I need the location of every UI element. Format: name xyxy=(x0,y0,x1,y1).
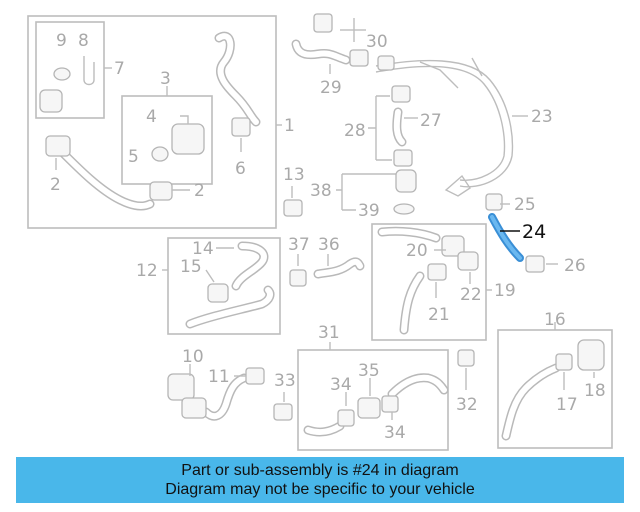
group-1-parts xyxy=(39,31,261,211)
callout-2b: 2 xyxy=(194,181,205,201)
callout-32: 32 xyxy=(456,395,478,415)
callout-16: 16 xyxy=(544,310,566,330)
callout-23: 23 xyxy=(531,107,553,127)
callout-31: 31 xyxy=(318,323,340,343)
callout-21: 21 xyxy=(428,305,450,325)
group-36-37-parts xyxy=(289,254,365,287)
callout-33: 33 xyxy=(274,371,296,391)
callout-38: 38 xyxy=(310,181,332,201)
group-31-box xyxy=(297,342,449,451)
group-12-box xyxy=(162,237,281,335)
callout-12: 12 xyxy=(136,261,158,281)
banner-line-2: Diagram may not be specific to your vehi… xyxy=(165,481,475,498)
group-27-28-parts xyxy=(368,85,418,167)
clamps-25-26 xyxy=(485,193,558,273)
group-10-11-33-parts xyxy=(167,364,293,421)
callout-29: 29 xyxy=(320,78,342,98)
callout-5: 5 xyxy=(128,147,139,167)
callout-2a: 2 xyxy=(50,175,61,195)
group-16-box xyxy=(497,322,613,449)
callout-34b: 34 xyxy=(384,423,406,443)
fitment-notice-banner: Part or sub-assembly is #24 in diagram D… xyxy=(16,457,624,503)
callout-39: 39 xyxy=(358,201,380,221)
banner-line-1: Part or sub-assembly is #24 in diagram xyxy=(181,462,459,479)
callout-4: 4 xyxy=(146,107,157,127)
callout-1: 1 xyxy=(284,116,295,136)
callout-27: 27 xyxy=(420,111,442,131)
callout-14: 14 xyxy=(192,239,214,259)
callout-3: 3 xyxy=(160,69,171,89)
callout-13: 13 xyxy=(283,165,305,185)
callout-8: 8 xyxy=(78,31,89,51)
callout-28: 28 xyxy=(344,121,366,141)
clamp-13 xyxy=(283,186,303,217)
callout-15: 15 xyxy=(180,257,202,277)
callout-10: 10 xyxy=(182,347,204,367)
callout-36: 36 xyxy=(318,235,340,255)
callout-20: 20 xyxy=(406,241,428,261)
hose-24-highlighted xyxy=(488,213,524,262)
callout-30: 30 xyxy=(366,32,388,52)
callout-22: 22 xyxy=(460,285,482,305)
group-38-39-parts xyxy=(336,169,417,215)
callout-35: 35 xyxy=(358,361,380,381)
callout-18: 18 xyxy=(584,381,606,401)
callout-24: 24 xyxy=(522,221,546,243)
clamp-32 xyxy=(457,349,475,390)
callout-25: 25 xyxy=(514,195,536,215)
callout-7: 7 xyxy=(114,59,125,79)
callout-17: 17 xyxy=(556,395,578,415)
callout-34a: 34 xyxy=(330,375,352,395)
callout-19: 19 xyxy=(494,281,516,301)
pipe-assembly-23-parts xyxy=(291,13,528,197)
callout-6: 6 xyxy=(235,159,246,179)
callout-37: 37 xyxy=(288,235,310,255)
callout-9: 9 xyxy=(56,31,67,51)
callout-11: 11 xyxy=(208,367,230,387)
callout-26: 26 xyxy=(564,256,586,276)
group-19-box xyxy=(371,223,492,341)
